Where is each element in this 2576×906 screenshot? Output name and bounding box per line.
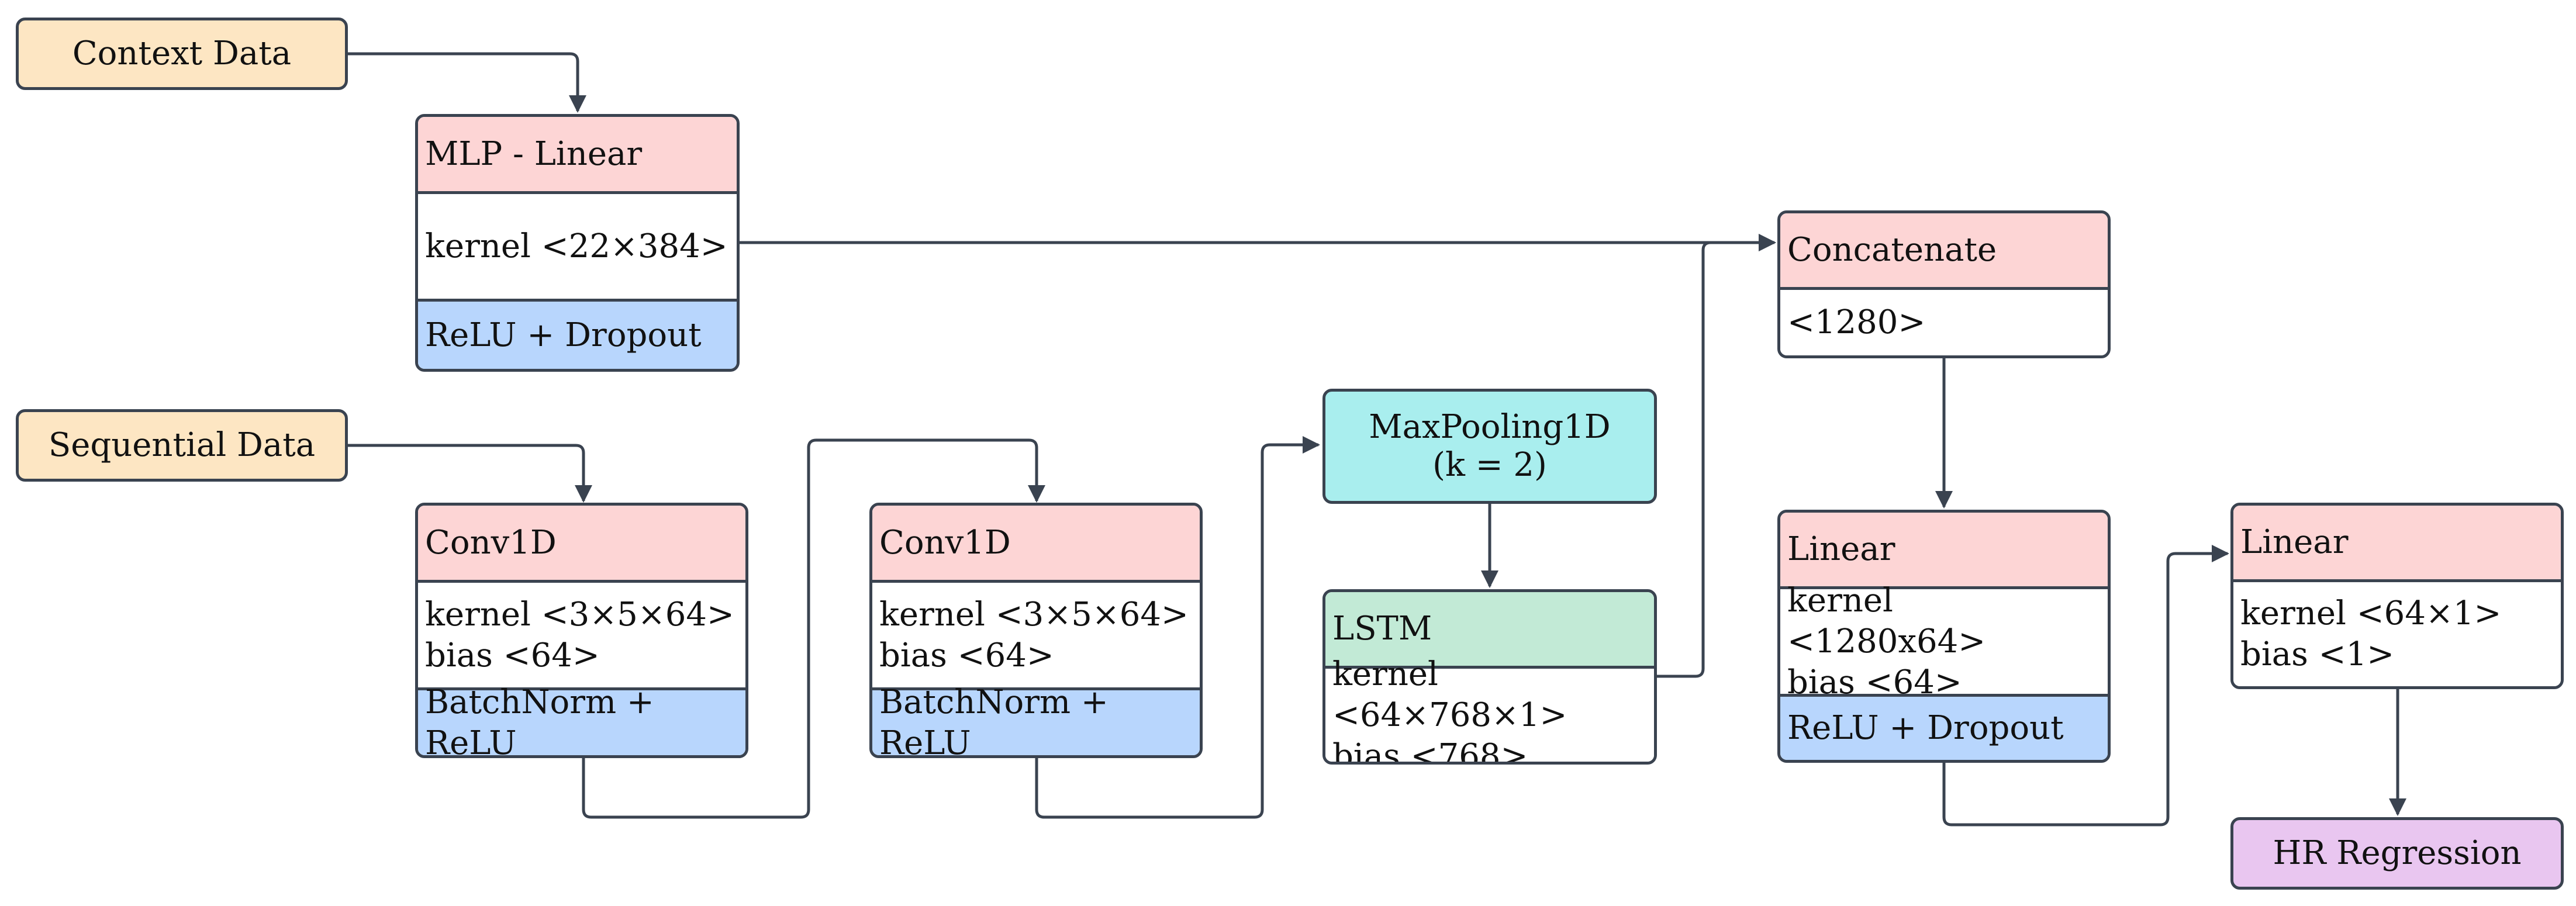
concat-params: <1280> [1780, 287, 2108, 355]
maxpooling1d-node: MaxPooling1D (k = 2) [1322, 389, 1657, 504]
linear-block-1: Linear kernel <1280x64> bias <64> ReLU +… [1777, 510, 2111, 763]
conv1-header: Conv1D [418, 506, 745, 580]
maxpool-kernel-size: (k = 2) [1432, 445, 1547, 484]
arrow-context-to-mlp [348, 52, 586, 113]
conv1-kernel: kernel <3×5×64> [425, 595, 734, 634]
mlp-header: MLP - Linear [418, 117, 737, 191]
maxpool-title: MaxPooling1D [1369, 408, 1611, 447]
conv2-header: Conv1D [872, 506, 1200, 580]
conv1-params: kernel <3×5×64> bias <64> [418, 580, 745, 687]
concat-header: Concatenate [1780, 213, 2108, 287]
hr-regression-label: HR Regression [2273, 834, 2522, 872]
arrow-lstm-to-concat [1657, 234, 1776, 678]
context-data-node: Context Data [16, 18, 348, 90]
conv2-params: kernel <3×5×64> bias <64> [872, 580, 1200, 687]
linear-block-2: Linear kernel <64×1> bias <1> [2230, 503, 2564, 689]
conv1-bias: bias <64> [425, 636, 600, 675]
mlp-activation: ReLU + Dropout [418, 299, 737, 369]
hr-regression-node: HR Regression [2230, 817, 2564, 890]
linear1-params: kernel <1280x64> bias <64> [1780, 582, 2108, 701]
lstm-header: LSTM [1325, 592, 1654, 666]
lstm-params: kernel <64×768×1> bias <768> [1325, 655, 1654, 765]
conv1-activation: BatchNorm + ReLU [418, 683, 745, 755]
lstm-kernel: kernel <64×768×1> [1332, 655, 1567, 734]
linear2-header: Linear [2233, 506, 2561, 579]
sequential-data-label: Sequential Data [48, 426, 316, 464]
lstm-block: LSTM kernel <64×768×1> bias <768> [1322, 589, 1657, 765]
mlp-linear-block: MLP - Linear kernel <22×384> ReLU + Drop… [415, 114, 740, 372]
conv2-kernel: kernel <3×5×64> [879, 595, 1189, 634]
mlp-params: kernel <22×384> [418, 191, 737, 299]
linear2-bias: bias <1> [2240, 635, 2395, 673]
concat-size: <1280> [1787, 303, 1926, 341]
lstm-bias: bias <768> [1332, 736, 1528, 765]
sequential-data-node: Sequential Data [16, 409, 348, 482]
arrow-conv2-to-maxpool [1035, 436, 1320, 819]
mlp-kernel: kernel <22×384> [425, 227, 728, 265]
conv2-bias: bias <64> [879, 636, 1054, 675]
conv2-activation: BatchNorm + ReLU [872, 683, 1200, 755]
arrow-conv1-to-conv2 [582, 438, 1045, 819]
linear1-activation: ReLU + Dropout [1780, 694, 2108, 760]
conv1d-block-1: Conv1D kernel <3×5×64> bias <64> BatchNo… [415, 503, 748, 758]
linear1-header: Linear [1780, 513, 2108, 586]
arrow-sequential-to-conv1 [348, 444, 592, 503]
linear1-kernel: kernel <1280x64> [1787, 581, 1986, 661]
context-data-label: Context Data [72, 34, 292, 72]
concatenate-block: Concatenate <1280> [1777, 210, 2111, 358]
linear2-params: kernel <64×1> bias <1> [2233, 579, 2561, 686]
linear2-kernel: kernel <64×1> [2240, 594, 2502, 632]
arrow-linear1-to-linear2 [1942, 545, 2229, 827]
linear1-bias: bias <64> [1787, 663, 1962, 701]
conv1d-block-2: Conv1D kernel <3×5×64> bias <64> BatchNo… [869, 503, 1203, 758]
